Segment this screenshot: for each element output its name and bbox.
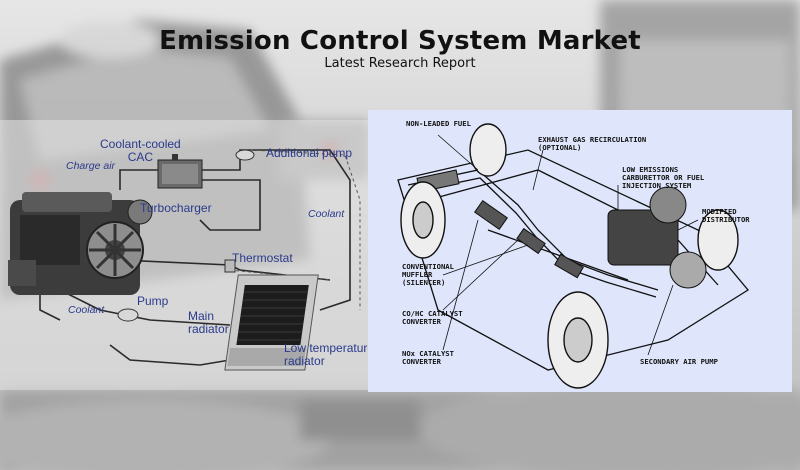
page-subtitle: Latest Research Report bbox=[324, 56, 476, 71]
label-additional-pump: Additional pump bbox=[266, 146, 353, 160]
car-emission-diagram: NON-LEADED FUEL EXHAUST GAS RECIRCULATIO… bbox=[368, 110, 792, 392]
label-conventional-muffler: CONVENTIONAL MUFFLER (SILENCER) bbox=[402, 262, 454, 287]
label-secondary-air-pump: SECONDARY AIR PUMP bbox=[640, 357, 718, 366]
cooling-system-diagram: Coolant-cooled CAC Additional pump Charg… bbox=[0, 120, 374, 390]
label-charge-air: Charge air bbox=[66, 160, 116, 172]
radiator bbox=[224, 274, 319, 371]
label-coolant-left: Coolant bbox=[68, 304, 105, 316]
page-title: Emission Control System Market bbox=[159, 26, 641, 56]
label-modified-distributor: MODIFIED DISTRIBUTOR bbox=[702, 207, 750, 224]
label-main-radiator: Main radiator bbox=[188, 309, 229, 336]
label-turbocharger: Turbocharger bbox=[140, 201, 212, 215]
label-co-hc-catalyst-converter: CO/HC CATALYST CONVERTER bbox=[402, 309, 463, 326]
car-chassis-drawing bbox=[397, 123, 749, 389]
cooling-diagram-svg bbox=[0, 120, 370, 390]
label-low-temperature-radiator: Low temperature radiator bbox=[284, 341, 375, 368]
label-pump: Pump bbox=[137, 294, 169, 308]
engine-block bbox=[8, 192, 153, 295]
label-low-emissions-carburettor: LOW EMISSIONS CARBURETTOR OR FUEL INJECT… bbox=[622, 165, 705, 190]
label-non-leaded-fuel: NON-LEADED FUEL bbox=[406, 119, 471, 128]
label-coolant-cooled-cac: Coolant-cooled CAC bbox=[100, 137, 181, 164]
label-nox-catalyst-converter: NOx CATALYST CONVERTER bbox=[402, 349, 454, 366]
label-thermostat: Thermostat bbox=[232, 251, 293, 265]
label-coolant-right: Coolant bbox=[308, 208, 345, 220]
cac-unit bbox=[157, 154, 203, 189]
label-exhaust-gas-recirculation: EXHAUST GAS RECIRCULATION (OPTIONAL) bbox=[538, 135, 647, 152]
